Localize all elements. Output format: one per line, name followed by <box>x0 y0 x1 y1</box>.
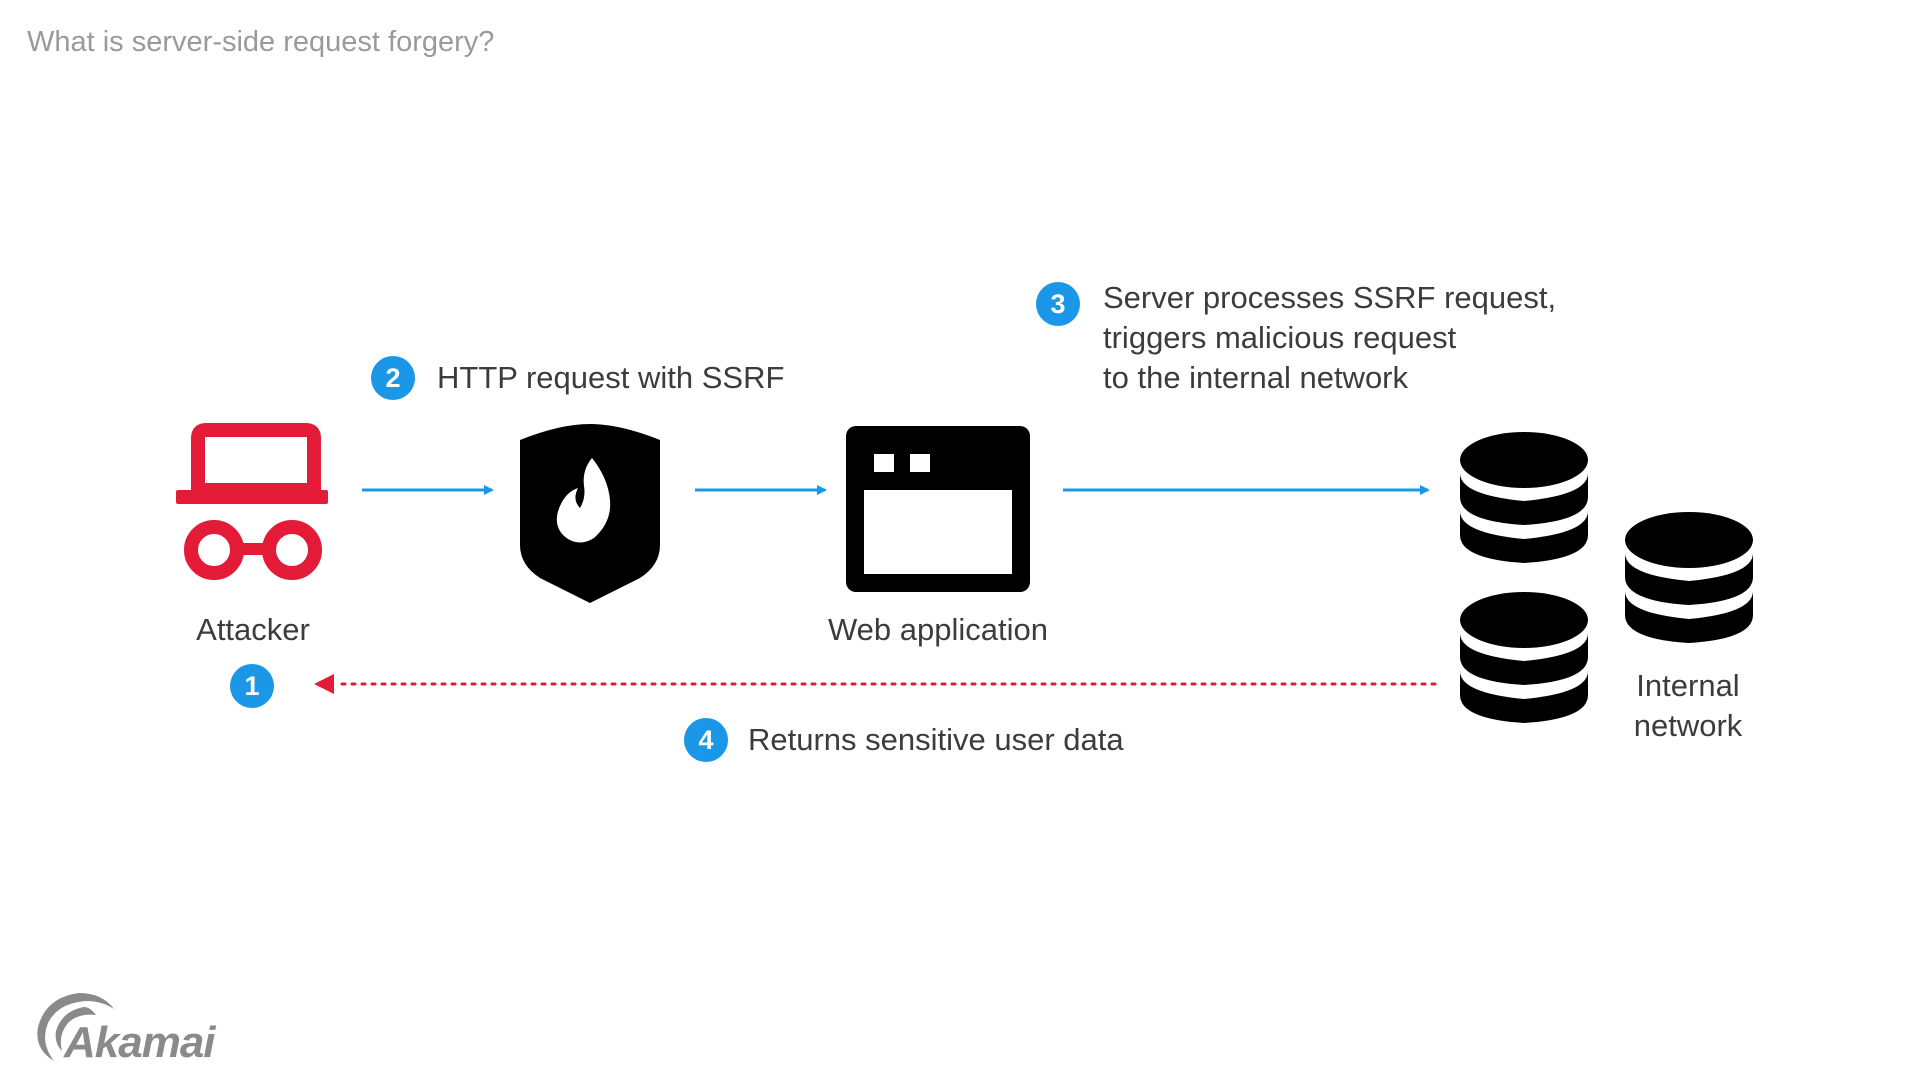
internal-network-label: Internal network <box>1608 666 1768 746</box>
step-1-badge: 1 <box>230 664 274 708</box>
step-4-text: Returns sensitive user data <box>748 722 1124 757</box>
browser-window-icon <box>846 426 1030 592</box>
step-2-badge: 2 <box>371 356 415 400</box>
step-3-line1: Server processes SSRF request, <box>1103 280 1557 315</box>
internal-network-label-line1: Internal <box>1636 668 1740 703</box>
step-2-text: HTTP request with SSRF <box>437 360 785 395</box>
attacker-label: Attacker <box>196 612 310 647</box>
step-3-badge: 3 <box>1036 282 1080 326</box>
akamai-logo <box>37 993 115 1061</box>
step-3-line3: to the internal network <box>1103 360 1409 395</box>
step-4-badge: 4 <box>684 718 728 762</box>
arrow-return-head <box>314 674 334 694</box>
shield-flame-icon <box>520 424 660 603</box>
database-icon <box>1460 432 1753 723</box>
internal-network-label-line2: network <box>1633 708 1743 743</box>
page-title: What is server-side request forgery? <box>27 26 495 58</box>
step-3-text: Server processes SSRF request, triggers … <box>1103 278 1556 398</box>
akamai-logo-text: Akamai <box>64 1018 216 1067</box>
web-app-label: Web application <box>827 612 1048 647</box>
spy-icon <box>176 423 328 580</box>
step-3-line2: triggers malicious request <box>1103 320 1457 355</box>
